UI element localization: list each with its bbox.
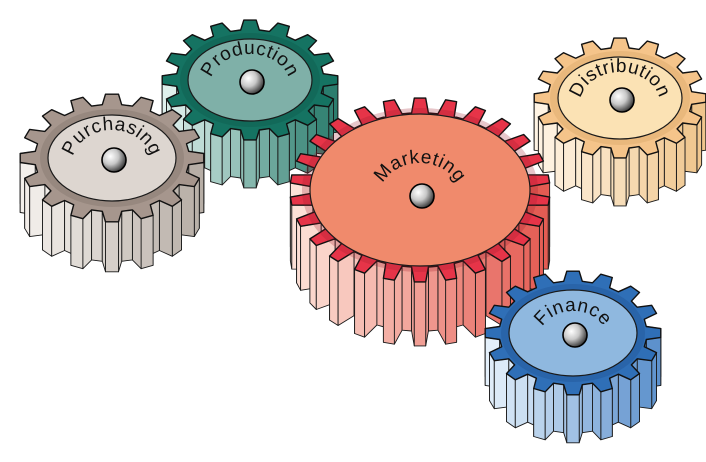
gear-side-facet: [463, 261, 475, 337]
axle-icon: [610, 88, 634, 112]
gear-side-facet: [652, 353, 657, 409]
gear-side-facet: [172, 200, 181, 256]
gear-side-facet: [538, 117, 543, 173]
axle-icon: [102, 148, 126, 172]
gear-side-facet: [355, 270, 365, 338]
gear-side-facet: [647, 152, 658, 203]
gear-side-facet: [490, 353, 495, 409]
gear-side-facet: [534, 389, 546, 440]
gear-side-facet: [365, 261, 377, 337]
gear-side-facet: [278, 134, 290, 185]
gear-side-facet: [564, 138, 576, 192]
gear-side-facet: [132, 210, 141, 269]
gear-side-facet: [593, 147, 601, 203]
gear-side-facet: [601, 389, 613, 440]
gear-side-facet: [664, 138, 676, 192]
gear-side-facet: [194, 178, 199, 236]
gear-side-facet: [554, 383, 564, 433]
gear-side-facet: [297, 219, 301, 290]
gear-purchasing: Purchasing: [20, 94, 204, 272]
gear-side-facet: [697, 117, 702, 173]
gear-side-facet: [593, 383, 601, 440]
gear-side-facet: [122, 210, 133, 261]
gear-side-facet: [545, 383, 553, 440]
gear-side-facet: [52, 201, 65, 257]
gear-side-facet: [92, 210, 103, 261]
gear-side-facet: [71, 215, 83, 268]
gear-side-facet: [330, 256, 339, 325]
gear-side-facet: [383, 278, 394, 344]
gear-side-facet: [614, 158, 626, 206]
gear-distribution: Distribution: [534, 38, 706, 206]
gear-side-facet: [159, 201, 172, 257]
gear-side-facet: [629, 147, 639, 196]
gear-side-facet: [582, 383, 592, 433]
axle-icon: [240, 70, 264, 94]
gear-side-facet: [83, 210, 92, 269]
gear-side-facet: [338, 252, 354, 326]
gear-side-facet: [25, 178, 30, 236]
gear-side-facet: [141, 215, 153, 268]
gear-side-facet: [270, 129, 278, 185]
gear-side-facet: [475, 270, 485, 338]
gear-finance: Finance: [485, 271, 661, 443]
gear-side-facet: [582, 152, 593, 203]
gear-side-facet: [259, 129, 269, 178]
gear-side-facet: [446, 278, 457, 344]
axle-icon: [563, 323, 587, 347]
gear-side-facet: [507, 374, 516, 428]
gear-side-facet: [639, 147, 647, 203]
gear-side-facet: [43, 200, 52, 256]
gear-side-facet: [631, 374, 640, 428]
gear-side-facet: [106, 222, 119, 272]
gear-side-facet: [428, 266, 438, 331]
gear-side-facet: [402, 266, 412, 331]
gear-side-facet: [310, 239, 316, 310]
axle-icon: [410, 184, 434, 208]
gear-side-facet: [567, 395, 579, 443]
gear-side-facet: [244, 140, 256, 188]
gear-side-facet: [515, 374, 527, 428]
gear-side-facet: [555, 137, 564, 191]
gear-side-facet: [676, 137, 685, 191]
gear-side-facet: [222, 129, 230, 185]
gear-side-facet: [231, 129, 241, 178]
gear-side-facet: [618, 374, 630, 428]
gear-side-facet: [601, 147, 611, 196]
gear-side-facet: [414, 282, 425, 346]
gear-side-facet: [211, 134, 223, 185]
